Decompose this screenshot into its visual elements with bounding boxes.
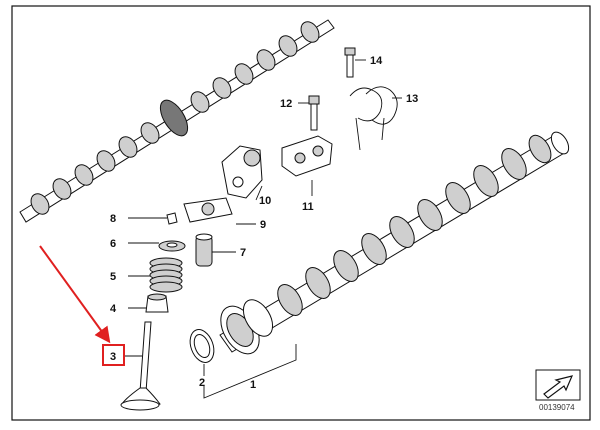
callout-8: 8 xyxy=(110,213,116,225)
highlight-box-part-3 xyxy=(102,344,125,366)
callout-3: 3 xyxy=(110,351,116,363)
valve-spring-part-5 xyxy=(149,257,183,293)
callout-12: 12 xyxy=(280,98,292,110)
guide-block-part-11 xyxy=(281,135,333,177)
callout-1: 1 xyxy=(250,379,256,391)
diagram-frame xyxy=(11,5,591,421)
callout-14: 14 xyxy=(370,55,383,67)
torsion-spring-part-13 xyxy=(349,86,398,151)
upper-camshaft xyxy=(19,19,335,223)
callout-10: 10 xyxy=(259,195,271,207)
screw-part-14 xyxy=(344,47,356,78)
spring-retainer-part-6 xyxy=(158,240,186,252)
callout-4: 4 xyxy=(110,303,117,315)
valve-stem-seal-part-4 xyxy=(145,293,169,313)
bolt-part-12 xyxy=(308,95,320,131)
callout-labels: 1 2 3 4 5 6 7 8 9 10 11 12 13 14 xyxy=(110,55,418,391)
valve-keeper-part-8 xyxy=(166,212,178,225)
seal-ring-part-2 xyxy=(189,329,215,363)
callout-6: 6 xyxy=(110,238,116,250)
corner-arrow-symbol: 00139074 xyxy=(535,369,581,412)
callout-7: 7 xyxy=(240,247,246,259)
rocker-arm-part-9 xyxy=(183,197,233,223)
main-camshaft xyxy=(219,131,570,355)
callout-13: 13 xyxy=(406,93,418,105)
intermediate-lever-part-10 xyxy=(221,145,263,199)
highlight-arrow xyxy=(39,245,111,344)
callout-9: 9 xyxy=(260,219,266,231)
highlight-annotation xyxy=(39,245,125,366)
callout-2: 2 xyxy=(199,377,205,389)
callout-11: 11 xyxy=(302,201,314,213)
leader-lines xyxy=(124,59,402,399)
valve-part-3 xyxy=(120,321,161,411)
corner-arrow-icon xyxy=(543,375,574,399)
hydraulic-lifter-part-7 xyxy=(195,233,213,267)
document-number: 00139074 xyxy=(539,403,575,412)
callout-5: 5 xyxy=(110,271,116,283)
